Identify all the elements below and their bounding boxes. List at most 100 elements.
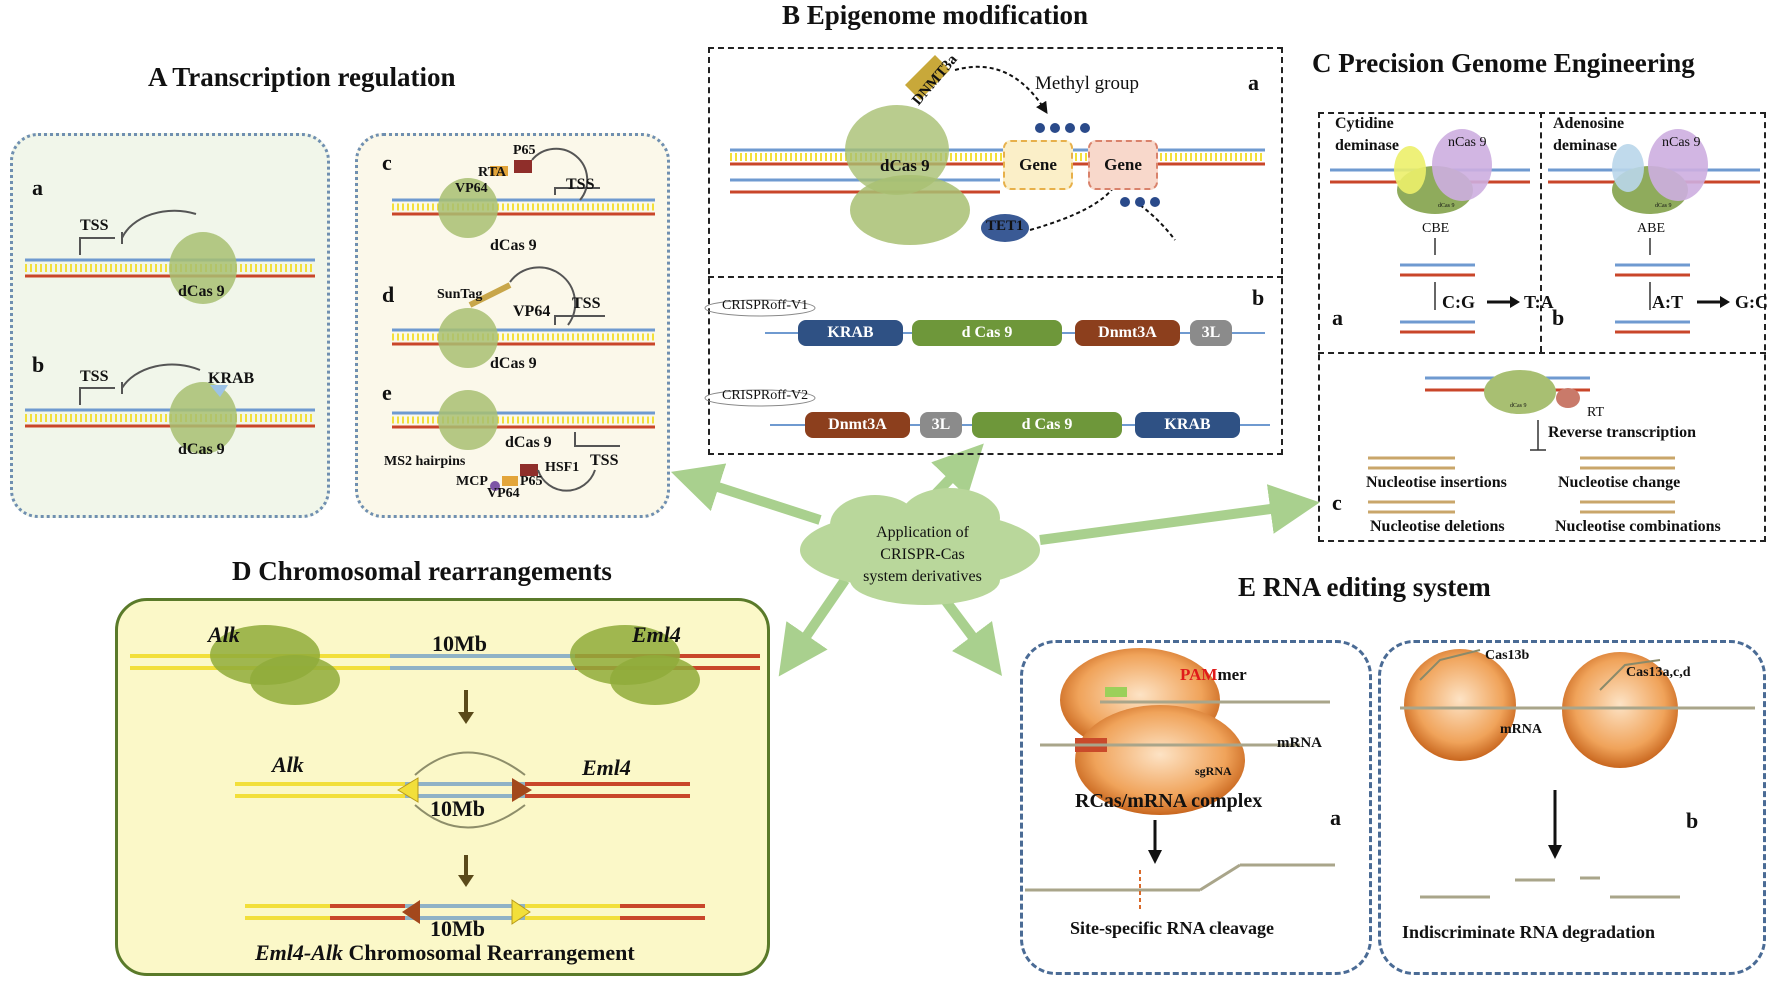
panel-b-divider <box>708 276 1283 278</box>
panel-c-b-ncas: nCas 9 <box>1662 135 1701 150</box>
panel-b-dcas: dCas 9 <box>880 156 930 175</box>
panel-c-c-del: Nucleotise deletions <box>1370 518 1505 535</box>
panel-c-vdivider <box>1540 112 1542 352</box>
panel-b-box <box>708 47 1283 455</box>
panel-a-d-dcas: dCas 9 <box>490 355 537 372</box>
arrow-to-c <box>1039 484 1320 545</box>
panel-e-pammer: PAMmer <box>1180 665 1247 685</box>
panel-c-a-ncas: nCas 9 <box>1448 135 1487 150</box>
panel-c-a-deam1: Cytidine <box>1335 115 1394 132</box>
panel-d-eml4-mid: Eml4 <box>582 755 631 780</box>
panel-a-c-vp64: VP64 <box>455 181 488 196</box>
panel-a-c-rta: RTA <box>478 165 507 180</box>
panel-e-a-mrna: mRNA <box>1277 735 1322 751</box>
panel-e-pam: PAM <box>1180 665 1218 684</box>
center-line-2: CRISPR-Cas <box>880 546 965 563</box>
panel-a-b-tss: TSS <box>80 368 109 385</box>
panel-e-letter-b: b <box>1686 808 1699 833</box>
dcas-a <box>169 232 237 304</box>
panel-a-a-dcas: dCas 9 <box>178 283 225 300</box>
center-line-3: system derivatives <box>863 568 982 585</box>
crisproff-v1-label: CRISPRoff-V1 <box>722 298 809 313</box>
panel-a-letter-c: c <box>382 150 392 175</box>
panel-e-mer: mer <box>1217 665 1247 684</box>
panel-a-b-krab: KRAB <box>208 370 255 387</box>
gene-box-1: Gene <box>1003 140 1073 190</box>
center-line-1: Application of <box>876 524 969 541</box>
panel-c-a-change: C:G <box>1442 292 1475 312</box>
panel-a-letter-a: a <box>32 175 43 200</box>
panel-a-e-ms2: MS2 hairpins <box>384 454 466 469</box>
dnmt3a-shape <box>905 55 950 100</box>
panel-b-letter-b: b <box>1252 285 1265 310</box>
panel-c-letter-c: c <box>1332 490 1342 515</box>
panel-a-b-dcas: dCas 9 <box>178 441 225 458</box>
dna-b-a <box>730 148 1265 194</box>
panel-a-a-tss: TSS <box>80 217 109 234</box>
dna-d <box>392 328 655 346</box>
panel-e-a-result: Site-specific RNA cleavage <box>1070 918 1274 938</box>
panel-c-box <box>1318 112 1766 542</box>
arrow-to-d <box>778 577 850 677</box>
panel-c-a-result: T:A <box>1524 292 1554 312</box>
panel-d-eml4-top: Eml4 <box>632 622 681 647</box>
panel-e-a-complex: RCas/mRNA complex <box>1075 790 1263 812</box>
panel-c-letter-a: a <box>1332 305 1343 330</box>
panel-a-e-tss: TSS <box>590 452 619 469</box>
panel-d-alk-mid: Alk <box>272 752 304 777</box>
panel-e-title: E RNA editing system <box>1238 572 1491 602</box>
panel-c-c-rtx: Reverse transcription <box>1548 424 1696 441</box>
panel-a-d-suntag: SunTag <box>437 287 483 302</box>
panel-a-letter-d: d <box>382 282 395 307</box>
panel-c-a-deam2: deminase <box>1335 137 1399 154</box>
panel-e-b-cas13b: Cas13b <box>1485 648 1530 663</box>
panel-c-b-deam1: Adenosine <box>1553 115 1625 132</box>
panel-a-right-box <box>355 133 670 518</box>
panel-c-b-result: G:C <box>1735 292 1768 312</box>
panel-a-c-dcas: dCas 9 <box>490 237 537 254</box>
panel-c-title: C Precision Genome Engineering <box>1312 48 1695 78</box>
panel-c-a-dcas-small: dCas 9 <box>1438 203 1455 209</box>
v1-dcas: d Cas 9 <box>912 320 1062 346</box>
gene-box-2: Gene <box>1088 140 1158 190</box>
v2-dnmt3a: Dnmt3A <box>805 412 910 438</box>
panel-a-e-mcp: MCP <box>456 474 488 489</box>
arrow-to-a <box>670 463 822 525</box>
panel-c-b-deam2: deminase <box>1553 137 1617 154</box>
panel-a-letter-b: b <box>32 352 45 377</box>
v2-krab: KRAB <box>1135 412 1240 438</box>
panel-c-b-abe: ABE <box>1637 221 1665 236</box>
panel-c-hdivider <box>1318 352 1766 354</box>
panel-c-c-dcas-small: dCas 9 <box>1510 403 1527 409</box>
panel-b-tet1: TET1 <box>986 218 1024 234</box>
v1-dnmt3a: Dnmt3A <box>1075 320 1180 346</box>
panel-c-c-comb: Nucleotise combinations <box>1555 518 1721 535</box>
panel-a-e-hsf1: HSF1 <box>545 460 580 475</box>
panel-a-left-box <box>10 133 330 518</box>
panel-c-b-dcas-small: dCas 9 <box>1655 203 1672 209</box>
panel-a-e-dcas: dCas 9 <box>505 434 552 451</box>
panel-c-a-cbe: CBE <box>1422 221 1450 236</box>
panel-d-size-mid: 10Mb <box>430 796 485 821</box>
panel-b-title: B Epigenome modification <box>782 0 1089 30</box>
panel-d-size-bottom: 10Mb <box>430 916 485 941</box>
tet1-shape <box>981 214 1029 242</box>
dna-c <box>392 198 655 216</box>
panel-e-box-a <box>1020 640 1372 975</box>
panel-a-e-p65: P65 <box>520 474 543 489</box>
panel-c-b-change: A:T <box>1652 292 1683 312</box>
v1-krab: KRAB <box>798 320 903 346</box>
panel-a-title: A Transcription regulation <box>148 62 456 92</box>
panel-a-d-vp64: VP64 <box>513 303 551 320</box>
panel-e-box-b <box>1378 640 1766 975</box>
panel-d-final-rest: Chromosomal Rearrangement <box>343 940 635 965</box>
dcas-b <box>169 382 237 454</box>
panel-c-c-ins: Nucleotise insertions <box>1366 474 1507 491</box>
panel-c-letter-b: b <box>1552 305 1565 330</box>
v2-dcas: d Cas 9 <box>972 412 1122 438</box>
v1-3l: 3L <box>1190 320 1232 346</box>
panel-d-alk-top: Alk <box>208 622 240 647</box>
panel-e-b-result: Indiscriminate RNA degradation <box>1402 922 1656 942</box>
